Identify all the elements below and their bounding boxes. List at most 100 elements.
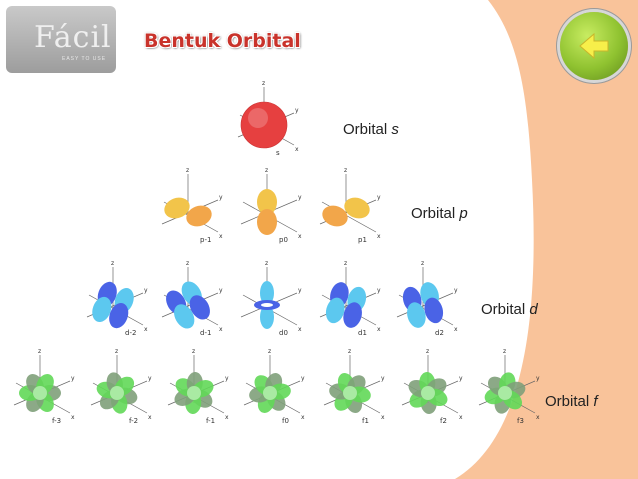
orbital-subscript: f1 xyxy=(362,417,369,425)
orbital-f-label: Orbital f xyxy=(545,393,598,410)
orbital-subscript: f-1 xyxy=(206,417,215,425)
x-axis-label: x xyxy=(454,326,458,333)
orbital-subscript: d-2 xyxy=(125,329,136,337)
orbital-highlight xyxy=(248,108,268,128)
y-axis-label: y xyxy=(536,375,540,382)
orbital-subscript: f3 xyxy=(517,417,524,425)
y-axis-label: y xyxy=(381,375,385,382)
z-axis-label: z xyxy=(426,348,429,355)
x-axis-label: x xyxy=(148,414,152,421)
orbital-subscript: f2 xyxy=(440,417,447,425)
orbital-lobe xyxy=(257,189,277,215)
arrow-left-icon xyxy=(579,32,609,60)
logo-tagline: EASY TO USE xyxy=(62,56,107,62)
x-axis-label: x xyxy=(225,414,229,421)
z-axis-label: z xyxy=(421,260,424,267)
x-axis-label: x xyxy=(298,233,302,240)
orbital-d-label: Orbital d xyxy=(481,301,538,318)
z-axis-label: z xyxy=(115,348,118,355)
orbital-core xyxy=(110,386,124,400)
x-axis-label: x xyxy=(219,326,223,333)
orbital-figure: z y x f0 xyxy=(243,348,305,425)
orbital-subscript: d-1 xyxy=(200,329,211,337)
orbital-lobe xyxy=(164,197,190,219)
orbital-s-label: Orbital s xyxy=(343,121,399,138)
x-axis-label: x xyxy=(301,414,305,421)
orbital-lobe xyxy=(189,295,210,320)
orbital-lobe xyxy=(109,302,129,329)
orbital-subscript: p0 xyxy=(279,236,288,244)
slide-title: Bentuk Orbital xyxy=(144,30,301,52)
orbital-figure: z y x p0 xyxy=(240,167,302,244)
orbital-subscript: d0 xyxy=(279,329,288,337)
x-axis-label: x xyxy=(71,414,75,421)
x-axis-label: x xyxy=(377,233,381,240)
y-axis-label: y xyxy=(144,287,148,294)
orbital-lobe xyxy=(407,302,426,328)
y-axis-label: y xyxy=(225,375,229,382)
z-axis-label: z xyxy=(344,167,347,174)
orbital-core xyxy=(263,386,277,400)
orbital-lobe xyxy=(325,297,345,324)
orbital-subscript: f-3 xyxy=(52,417,61,425)
z-axis-label: z xyxy=(262,80,265,87)
orbital-subscript: d1 xyxy=(358,329,367,337)
orbital-core xyxy=(421,386,435,400)
y-axis-label: y xyxy=(219,194,223,201)
orbital-subscript: p-1 xyxy=(200,236,211,244)
back-button[interactable] xyxy=(560,12,628,80)
orbital-torus-hole xyxy=(261,303,273,307)
orbital-lobe xyxy=(260,305,274,329)
orbital-core xyxy=(187,386,201,400)
y-axis-label: y xyxy=(454,287,458,294)
orbital-lobe xyxy=(424,297,444,324)
x-axis-label: x xyxy=(144,326,148,333)
y-axis-label: y xyxy=(377,194,381,201)
orbital-lobe xyxy=(343,302,362,328)
orbital-subscript: f0 xyxy=(282,417,289,425)
z-axis-label: z xyxy=(265,260,268,267)
y-axis-label: y xyxy=(295,107,299,114)
orbital-lobe xyxy=(92,296,112,323)
x-axis-label: x xyxy=(219,233,223,240)
orbital-subscript: s xyxy=(276,149,280,157)
orbital-lobe xyxy=(344,197,370,219)
orbital-lobe xyxy=(174,304,195,329)
orbital-figure: z y x d0 xyxy=(240,260,302,337)
z-axis-label: z xyxy=(186,260,189,267)
y-axis-label: y xyxy=(301,375,305,382)
y-axis-label: y xyxy=(377,287,381,294)
z-axis-label: z xyxy=(503,348,506,355)
orbital-lobe xyxy=(322,205,348,227)
orbital-lobe xyxy=(257,209,277,235)
orbital-core xyxy=(33,386,47,400)
z-axis-label: z xyxy=(38,348,41,355)
orbital-subscript: f-2 xyxy=(129,417,138,425)
z-axis-label: z xyxy=(265,167,268,174)
orbital-figure: z y x d-1 xyxy=(161,260,223,337)
orbital-lobe xyxy=(186,205,212,227)
z-axis-label: z xyxy=(268,348,271,355)
y-axis-label: y xyxy=(219,287,223,294)
x-axis-label: x xyxy=(536,414,540,421)
z-axis-label: z xyxy=(348,348,351,355)
orbital-core xyxy=(498,386,512,400)
orbital-p-label: Orbital p xyxy=(411,205,468,222)
y-axis-label: y xyxy=(148,375,152,382)
x-axis-label: x xyxy=(459,414,463,421)
x-axis-label: x xyxy=(298,326,302,333)
orbital-lobe xyxy=(260,281,274,305)
y-axis-label: y xyxy=(298,194,302,201)
orbital-core xyxy=(343,386,357,400)
y-axis-label: y xyxy=(298,287,302,294)
x-axis-label: x xyxy=(377,326,381,333)
logo-word: Fácil xyxy=(34,20,112,55)
facil-logo: Fácil EASY TO USE xyxy=(6,6,116,73)
